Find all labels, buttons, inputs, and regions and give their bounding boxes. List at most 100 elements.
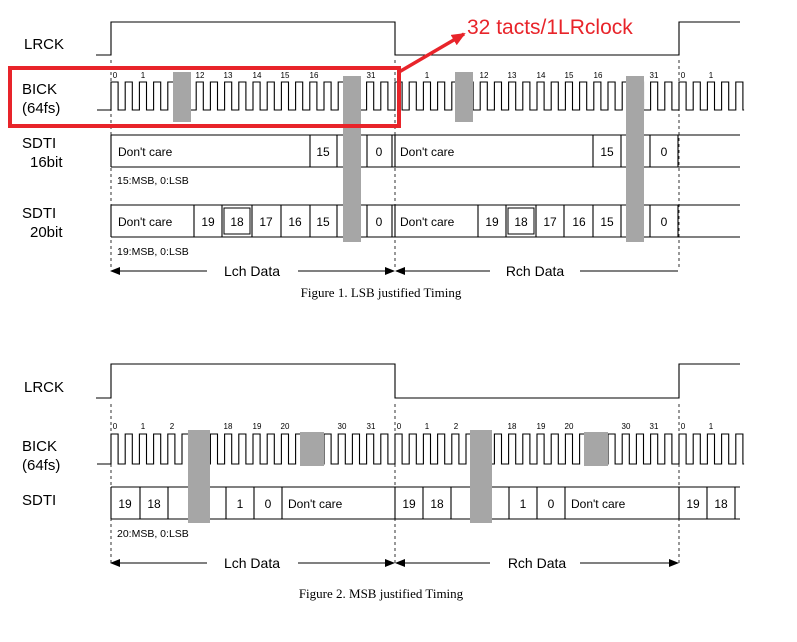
sdti-note: 20:MSB, 0:LSB — [117, 528, 189, 540]
skip-bar — [300, 432, 324, 466]
lch-data-label: Lch Data — [224, 263, 280, 279]
tick-label: 0 — [113, 422, 118, 431]
sdti-bit-lch-19: 19 — [118, 497, 132, 511]
tick-label: 31 — [367, 422, 376, 431]
tick-label: 0 — [681, 71, 686, 80]
sdti-label: SDTI — [22, 492, 56, 509]
tick-label: 0 — [113, 71, 118, 80]
sdti16-label: SDTI — [22, 135, 56, 152]
sdti16-sub-label: 16bit — [30, 154, 63, 171]
tick-label: 19 — [537, 422, 546, 431]
lrck-label: LRCK — [24, 36, 64, 53]
sdti20-bit-rch-17: 17 — [543, 215, 557, 229]
sdti20-bit-lch-17: 17 — [259, 215, 273, 229]
tick-label: 0 — [681, 422, 686, 431]
bick-waveform — [97, 433, 745, 465]
tick-label: 18 — [224, 422, 233, 431]
sdti16-dont-care-rch: Don't care — [400, 145, 455, 159]
tick-label: 1 — [709, 71, 714, 80]
highlight-box — [8, 66, 401, 128]
tick-label: 16 — [594, 71, 603, 80]
sdti16-bit-rch-0: 0 — [661, 145, 668, 159]
sdti20-bit-rch-0: 0 — [661, 215, 668, 229]
sdti20-note: 19:MSB, 0:LSB — [117, 246, 189, 258]
sdti20-bit-rch-18: 18 — [514, 215, 528, 229]
sdti-dont-care-lch: Don't care — [288, 497, 343, 511]
sdti16-row: Don't care Don't care 15 0 15 0 15:MSB, … — [110, 134, 740, 187]
bick-tick-labels: 0 1 12 13 14 15 16 31 0 1 12 13 14 15 16… — [113, 71, 714, 80]
tick-label: 14 — [253, 71, 262, 80]
skip-bar — [188, 430, 210, 523]
rch-data-label: Rch Data — [506, 263, 565, 279]
annotation-text: 32 tacts/1LRclock — [467, 16, 633, 39]
tick-label: 31 — [367, 71, 376, 80]
tick-label: 1 — [709, 422, 714, 431]
skip-bar — [626, 76, 644, 242]
sdti-bit-lch-1: 1 — [237, 497, 244, 511]
sdti-bit-lch-0: 0 — [265, 497, 272, 511]
sdti-bit-rch-0: 0 — [548, 497, 555, 511]
tick-label: 20 — [565, 422, 574, 431]
tick-label: 20 — [281, 422, 290, 431]
sdti20-bit18-box-rch — [507, 207, 535, 235]
sdti20-label: SDTI — [22, 205, 56, 222]
sdti16-dont-care-lch: Don't care — [118, 145, 173, 159]
bick-tick-labels: 0 1 2 18 19 20 30 31 0 1 2 18 19 20 30 3… — [113, 422, 714, 431]
sdti-bit-rch-19: 19 — [402, 497, 416, 511]
bick-waveform — [97, 81, 745, 111]
rch-data-label: Rch Data — [508, 555, 567, 571]
tick-label: 30 — [622, 422, 631, 431]
bick-label: BICK — [22, 81, 57, 98]
sdti20-bit-rch-15: 15 — [600, 215, 614, 229]
tick-label: 13 — [508, 71, 517, 80]
sdti20-bit-rch-16: 16 — [572, 215, 586, 229]
skip-bar — [343, 76, 361, 242]
sdti-bit-lch-18: 18 — [147, 497, 161, 511]
annotation: 32 tacts/1LRclock — [8, 16, 633, 128]
sdti20-bit-rch-19: 19 — [485, 215, 499, 229]
skip-bar — [584, 432, 608, 466]
sdti-bit-next-18: 18 — [714, 497, 728, 511]
sdti-bit-rch-18: 18 — [430, 497, 444, 511]
sdti20-dont-care-lch: Don't care — [118, 215, 173, 229]
figure-2: LRCK BICK (64fs) SDTI 19 18 1 0 Don't ca… — [22, 363, 745, 601]
tick-label: 1 — [141, 422, 146, 431]
bick-sub-label: (64fs) — [22, 457, 60, 474]
tick-label: 2 — [454, 422, 459, 431]
skip-bar — [173, 72, 191, 122]
tick-label: 15 — [281, 71, 290, 80]
bick-sub-label: (64fs) — [22, 100, 60, 117]
tick-label: 31 — [650, 71, 659, 80]
tick-label: 15 — [565, 71, 574, 80]
sdti-dont-care-rch: Don't care — [571, 497, 626, 511]
sdti20-bit-lch-16: 16 — [288, 215, 302, 229]
sdti-row: 19 18 1 0 Don't care 19 18 1 0 Don't car… — [110, 486, 740, 540]
figure-1: LRCK BICK (64fs) SDTI 16bit SDTI 20bit D… — [22, 21, 745, 300]
sdti-bit-rch-1: 1 — [520, 497, 527, 511]
lrck-waveform — [96, 21, 740, 56]
tick-label: 1 — [141, 71, 146, 80]
lrck-waveform — [96, 363, 740, 399]
tick-label: 1 — [425, 422, 430, 431]
tick-label: 14 — [537, 71, 546, 80]
skip-bar — [455, 72, 473, 122]
annotation-arrow — [398, 32, 466, 74]
sdti20-bit-lch-19: 19 — [201, 215, 215, 229]
sdti20-sub-label: 20bit — [30, 224, 63, 241]
figure-2-caption: Figure 2. MSB justified Timing — [299, 586, 464, 601]
tick-label: 1 — [425, 71, 430, 80]
tick-label: 19 — [253, 422, 262, 431]
tick-label: 0 — [397, 422, 402, 431]
sdti-bit-next-19: 19 — [686, 497, 700, 511]
sdti20-bit-lch-0: 0 — [376, 215, 383, 229]
tick-label: 18 — [508, 422, 517, 431]
lrck-label: LRCK — [24, 379, 64, 396]
tick-label: 12 — [196, 71, 205, 80]
sdti20-bit-lch-18: 18 — [230, 215, 244, 229]
tick-label: 2 — [170, 422, 175, 431]
sdti20-bit-lch-15: 15 — [316, 215, 330, 229]
lch-data-label: Lch Data — [224, 555, 280, 571]
sdti20-row: Don't care Don't care 19 18 17 16 15 0 1… — [110, 204, 740, 258]
tick-label: 31 — [650, 422, 659, 431]
